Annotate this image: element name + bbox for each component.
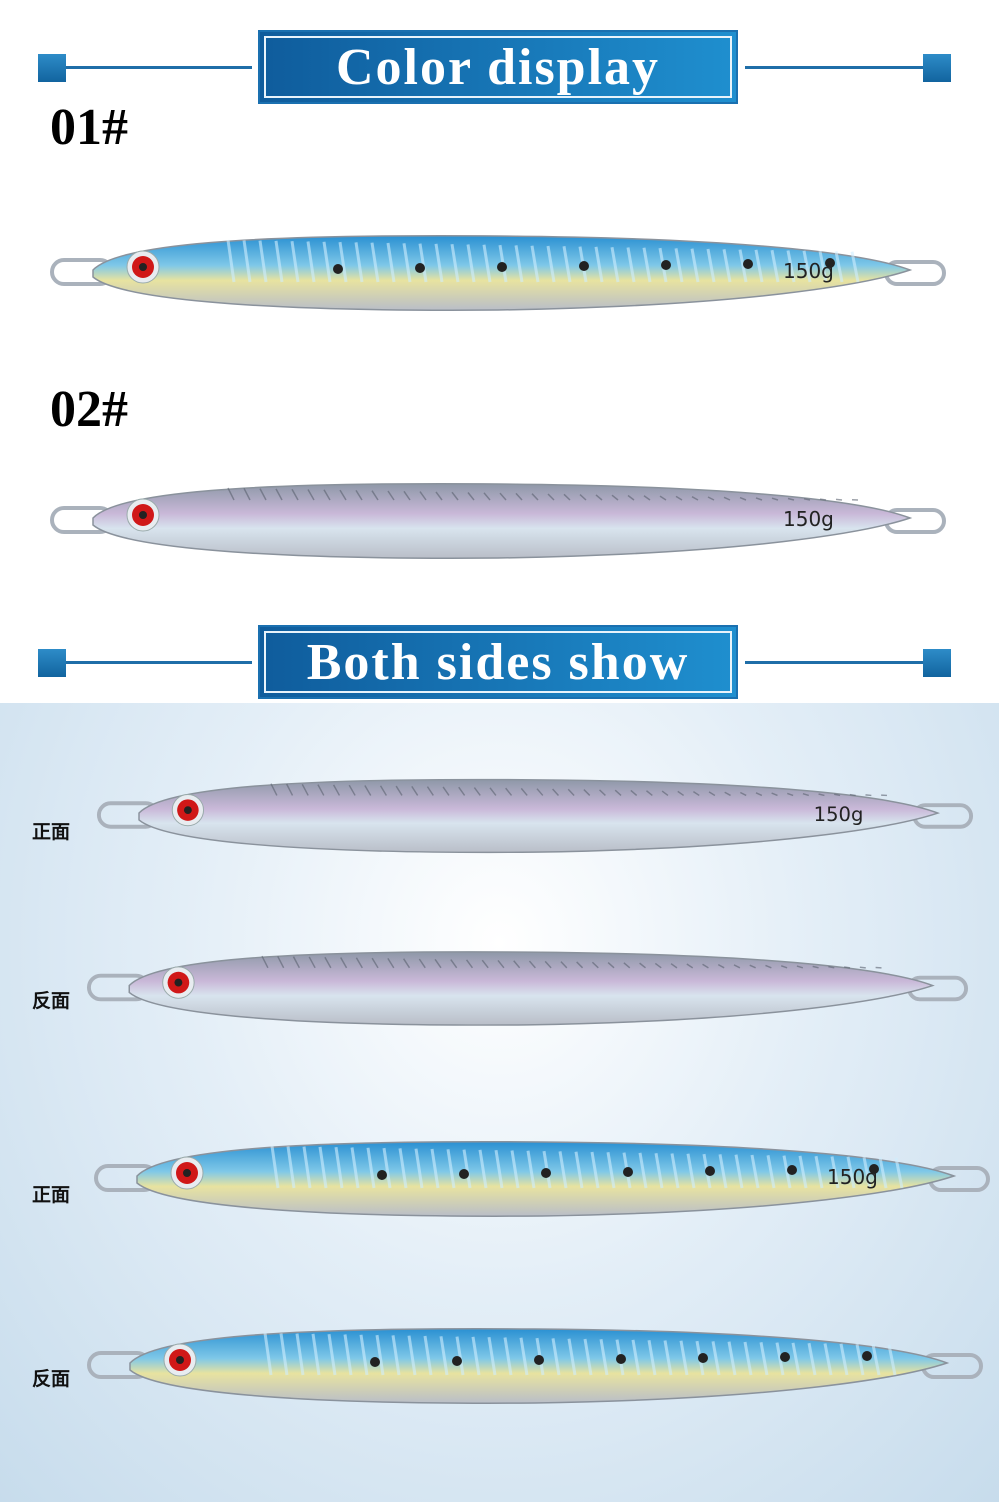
weight-marking: 150g [827, 1165, 878, 1189]
color-display-header: Color display [0, 28, 999, 108]
weight-marking: 150g [783, 507, 834, 531]
side-label: 正面 [32, 822, 71, 843]
lure-back-blue [87, 1328, 983, 1404]
decor-line [66, 661, 252, 664]
decor-square [38, 54, 66, 82]
banner-title: Color display [335, 38, 661, 96]
section-banner: Both sides show [258, 625, 738, 699]
banner-title: Both sides show [306, 633, 690, 691]
decor-line [745, 661, 923, 664]
variant-label: 02# [50, 381, 128, 438]
lure-back-silver [86, 951, 969, 1026]
decor-line [66, 66, 252, 69]
lure-front-silver: 150g [96, 778, 974, 854]
decor-square [38, 649, 66, 677]
side-label: 正面 [32, 1185, 71, 1206]
variant-label: 01# [50, 99, 128, 156]
lure-front-blue: 150g [94, 1141, 990, 1217]
decor-square [923, 649, 951, 677]
both-sides-header: Both sides show [0, 623, 999, 703]
lure-image-02: 150g [50, 483, 946, 559]
weight-marking: 150g [783, 259, 834, 283]
lure-image-01: 150g [50, 235, 946, 311]
side-label: 反面 [32, 1369, 71, 1390]
side-label: 反面 [32, 991, 71, 1012]
decor-square [923, 54, 951, 82]
section-banner: Color display [258, 30, 738, 104]
weight-marking: 150g [814, 803, 864, 826]
decor-line [745, 66, 923, 69]
